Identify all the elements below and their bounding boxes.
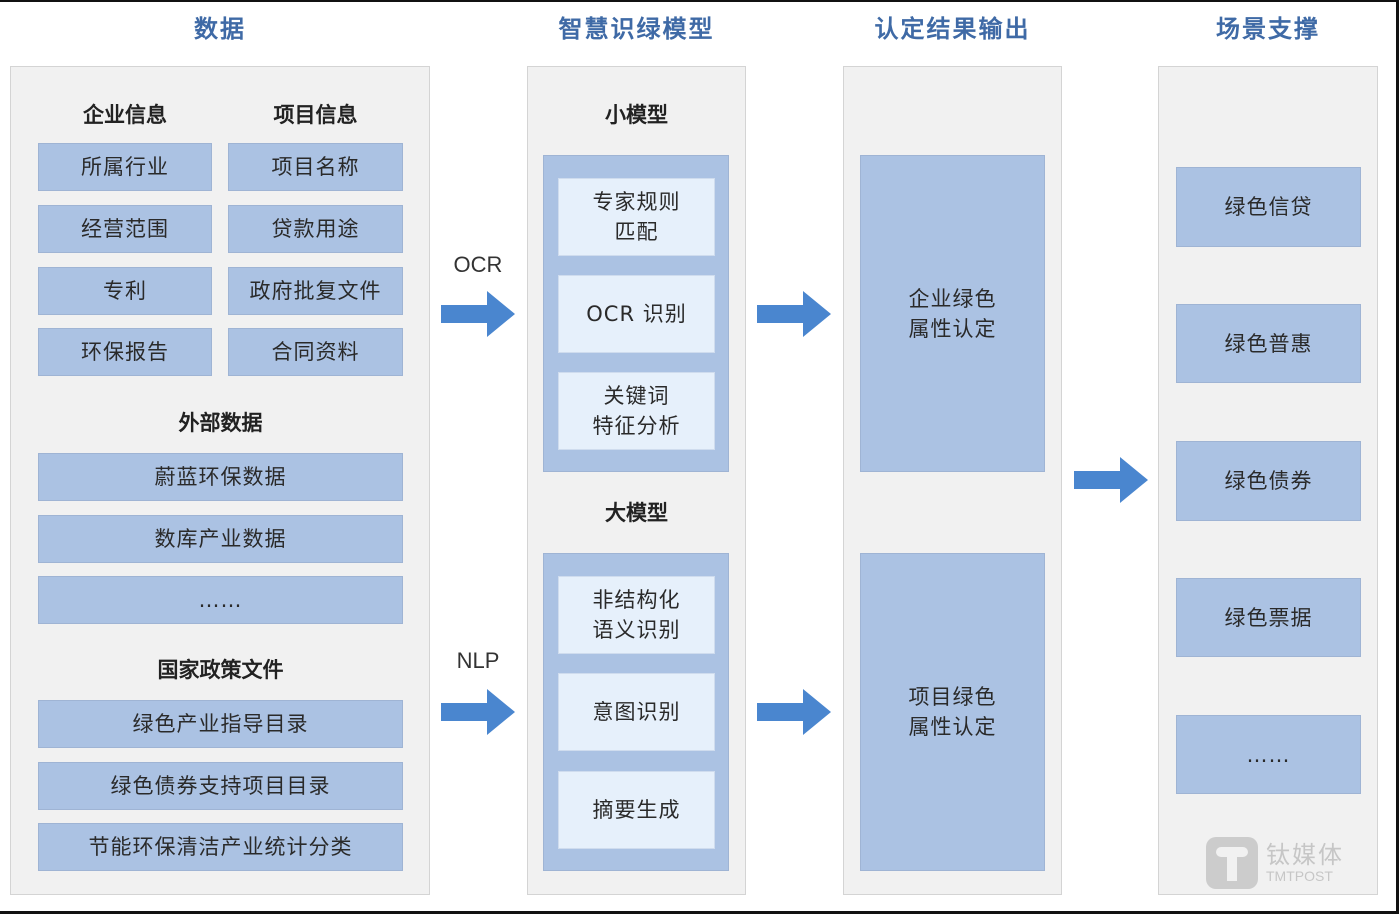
project-info-item: 政府批复文件	[228, 267, 403, 315]
external-data-item: 数库产业数据	[38, 515, 403, 563]
watermark: 钛媒体 TMTPOST	[1206, 835, 1386, 891]
right-arrow-icon	[441, 689, 515, 735]
column-title-model: 智慧识绿模型	[558, 15, 715, 43]
project-info-heading: 项目信息	[273, 103, 358, 127]
enterprise-info-item: 经营范围	[38, 205, 212, 253]
large-model-heading: 大模型	[605, 501, 668, 525]
enterprise-info-item: 环保报告	[38, 328, 212, 376]
watermark-brand-en: TMTPOST	[1266, 868, 1333, 884]
project-info-item: 贷款用途	[228, 205, 403, 253]
small-model-item: 专家规则 匹配	[558, 178, 715, 256]
external-data-item: ……	[38, 576, 403, 624]
project-info-item: 合同资料	[228, 328, 403, 376]
large-model-item: 意图识别	[558, 673, 715, 751]
small-model-heading: 小模型	[605, 103, 668, 127]
external-data-item: 蔚蓝环保数据	[38, 453, 403, 501]
enterprise-green-result: 企业绿色 属性认定	[860, 155, 1045, 472]
scenario-item: 绿色普惠	[1176, 304, 1361, 383]
scenario-item: 绿色债券	[1176, 441, 1361, 521]
national-policy-item: 绿色债券支持项目目录	[38, 762, 403, 810]
national-policy-item: 节能环保清洁产业统计分类	[38, 823, 403, 871]
ocr-label: OCR	[453, 252, 503, 277]
scenario-item: 绿色信贷	[1176, 167, 1361, 247]
column-title-data: 数据	[194, 15, 246, 43]
enterprise-info-heading: 企业信息	[83, 103, 167, 127]
column-title-scenarios: 场景支撑	[1216, 15, 1320, 43]
national-policy-heading: 国家政策文件	[157, 658, 284, 682]
large-model-item: 非结构化 语义识别	[558, 576, 715, 654]
right-arrow-icon	[757, 291, 831, 337]
right-arrow-icon	[757, 689, 831, 735]
small-model-item: 关键词 特征分析	[558, 372, 715, 450]
scenario-item: 绿色票据	[1176, 578, 1361, 657]
project-info-item: 项目名称	[228, 143, 403, 191]
right-arrow-icon	[441, 291, 515, 337]
right-arrow-icon	[1074, 457, 1148, 503]
column-title-output: 认定结果输出	[874, 15, 1031, 43]
large-model-item: 摘要生成	[558, 771, 715, 849]
nlp-label: NLP	[456, 648, 500, 673]
scenario-item: ……	[1176, 715, 1361, 794]
national-policy-item: 绿色产业指导目录	[38, 700, 403, 748]
watermark-brand-cn: 钛媒体	[1266, 841, 1344, 869]
project-green-result: 项目绿色 属性认定	[860, 553, 1045, 871]
external-data-heading: 外部数据	[178, 411, 263, 435]
small-model-item: OCR 识别	[558, 275, 715, 353]
enterprise-info-item: 所属行业	[38, 143, 212, 191]
enterprise-info-item: 专利	[38, 267, 212, 315]
tmtpost-logo-icon	[1206, 837, 1258, 889]
